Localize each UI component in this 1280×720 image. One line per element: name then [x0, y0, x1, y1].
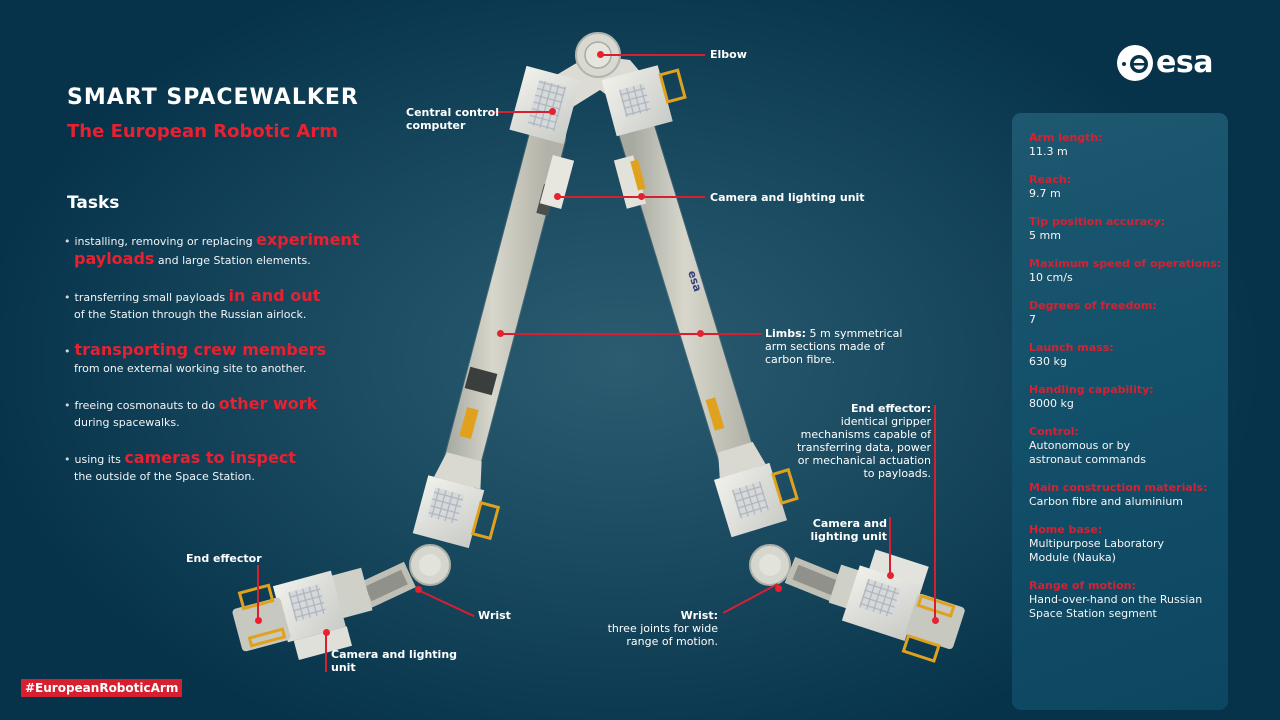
spec-materials: Main construction materials: Carbon fibr…	[1029, 481, 1208, 508]
task-item: •using its cameras to inspect the outsid…	[64, 448, 296, 483]
callout-elbow: Elbow	[710, 48, 747, 61]
spec-launch-mass: Launch mass: 630 kg	[1029, 341, 1114, 368]
task-item: •transporting crew members from one exte…	[64, 340, 327, 375]
callout-limbs: Limbs: 5 m symmetrical arm sections made…	[765, 327, 903, 366]
esa-logo: esa	[1116, 44, 1213, 82]
bullet-icon: •	[64, 235, 71, 248]
spec-control: Control: Autonomous or by astronaut comm…	[1029, 425, 1146, 466]
callout-wrist-right: Wrist: three joints for wide range of mo…	[607, 609, 718, 648]
svg-text:esa: esa	[685, 269, 704, 293]
specifications-panel: Arm length: 11.3 m Reach: 9.7 m Tip posi…	[1012, 113, 1228, 710]
esa-logo-icon	[1117, 45, 1153, 81]
page-title: SMART SPACEWALKER	[67, 85, 359, 110]
esa-logo-text: esa	[1156, 45, 1213, 80]
task-item: •installing, removing or replacing exper…	[64, 230, 360, 268]
spec-arm-length: Arm length: 11.3 m	[1029, 131, 1103, 158]
spec-reach: Reach: 9.7 m	[1029, 173, 1072, 200]
callout-wrist-left: Wrist	[478, 609, 511, 622]
bullet-icon: •	[64, 345, 71, 358]
spec-range-of-motion: Range of motion: Hand-over-hand on the R…	[1029, 579, 1203, 620]
callout-end-effector-left: End effector	[186, 552, 262, 565]
central-control-computer-icon	[509, 65, 581, 145]
spec-handling-capability: Handling capability: 8000 kg	[1029, 383, 1154, 410]
right-wrist-joint-icon	[749, 544, 846, 604]
tasks-heading: Tasks	[67, 193, 120, 213]
right-limb-icon: esa	[613, 97, 769, 518]
page-subtitle: The European Robotic Arm	[67, 121, 338, 142]
task-item: •freeing cosmonauts to do other work dur…	[64, 394, 318, 429]
spec-home-base: Home base: Multipurpose Laboratory Modul…	[1029, 523, 1164, 564]
callout-end-effector-right: End effector: identical gripper mechanis…	[796, 402, 931, 480]
bullet-icon: •	[64, 291, 71, 304]
left-end-effector-icon	[232, 567, 373, 660]
spec-degrees-of-freedom: Degrees of freedom: 7	[1029, 299, 1157, 326]
bullet-icon: •	[64, 399, 71, 412]
callout-camera-lighting-upper: Camera and lighting unit	[710, 191, 865, 204]
spec-tip-accuracy: Tip position accuracy: 5 mm	[1029, 215, 1166, 242]
hashtag-badge: #EuropeanRoboticArm	[21, 679, 183, 697]
left-wrist-joint-icon	[356, 544, 451, 610]
task-item: •transferring small payloads in and out …	[64, 286, 321, 321]
bullet-icon: •	[64, 453, 71, 466]
right-end-effector-icon	[828, 549, 965, 663]
spec-max-speed: Maximum speed of operations: 10 cm/s	[1029, 257, 1222, 284]
